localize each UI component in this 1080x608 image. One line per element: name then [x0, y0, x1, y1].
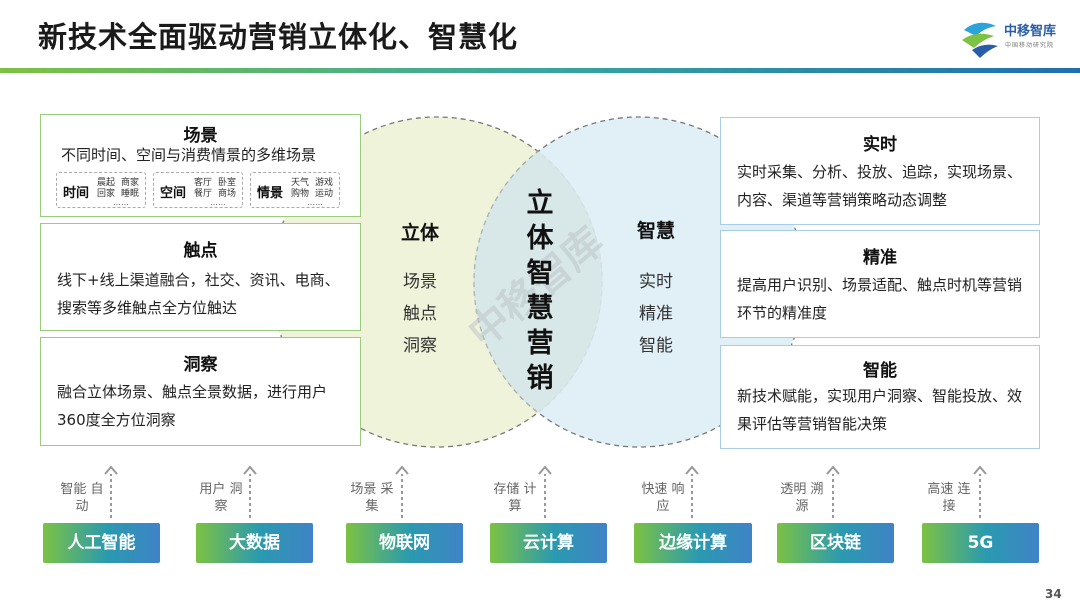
tech-caption: 透明 溯源 [780, 482, 824, 514]
scene-pill-situation: 情景 天气 购物 游戏 运动 …… [250, 172, 340, 208]
touchpoint-box: 触点 线下+线上渠道融合，社交、资讯、电商、搜索等多维触点全方位触达 [40, 223, 361, 331]
scene-pill-item: 客厅 餐厅 [194, 178, 213, 199]
scene-pill-dots: …… [210, 198, 226, 207]
scene-pill-item: 商家 睡眠 [121, 178, 140, 199]
scene-pill-key: 空间 [160, 186, 187, 201]
center-label: 立体智慧营销 [526, 188, 554, 394]
tech-caption: 用户 洞察 [199, 482, 243, 514]
scene-box-text: 不同时间、空间与消费情景的多维场景 [61, 146, 317, 164]
left-circle-title: 立体 [400, 222, 439, 244]
left-circle-item: 场景 [403, 272, 437, 292]
page-number: 34 [1045, 587, 1062, 601]
tech-iot: 物联网 [346, 523, 463, 563]
precision-box-text: 提高用户识别、场景适配、触点时机等营销环节的精准度 [737, 276, 1023, 322]
logo-subtitle: 中国移动研究院 [1005, 42, 1055, 49]
scene-pill-key: 情景 [257, 186, 284, 201]
header-divider [0, 68, 1080, 73]
page-title: 新技术全面驱动营销立体化、智慧化 [38, 20, 519, 54]
precision-box-title: 精准 [863, 248, 897, 268]
scene-pill-key: 时间 [63, 186, 90, 201]
right-circle-item: 实时 [639, 272, 673, 292]
intersection [473, 151, 603, 413]
scene-pill-dots: …… [113, 198, 129, 207]
intelligence-box: 智能 新技术赋能，实现用户洞察、智能投放、效果评估等营销智能决策 [720, 345, 1040, 449]
tech-blockchain: 区块链 [777, 523, 894, 563]
scene-pill-item: 游戏 运动 [315, 178, 334, 199]
scene-pill-item: 卧室 商场 [218, 178, 237, 199]
intelligence-box-title: 智能 [863, 361, 897, 381]
insight-box: 洞察 融合立体场景、触点全景数据，进行用户360度全方位洞察 [40, 337, 361, 446]
right-circle-title: 智慧 [636, 220, 675, 242]
tech-cloud: 云计算 [490, 523, 607, 563]
logo-name: 中移智库 [1004, 24, 1057, 39]
tech-caption: 场景 采集 [350, 482, 394, 514]
scene-pill-space: 空间 客厅 餐厅 卧室 商场 …… [153, 172, 243, 208]
left-circle-item: 触点 [403, 304, 437, 324]
intelligence-box-text: 新技术赋能，实现用户洞察、智能投放、效果评估等营销智能决策 [737, 387, 1023, 433]
scene-pill-item: 天气 购物 [291, 178, 310, 199]
right-circle-item: 精准 [639, 304, 673, 324]
tech-caption: 智能 自动 [60, 482, 104, 514]
insight-box-title: 洞察 [183, 355, 218, 375]
scene-pill-dots: …… [307, 198, 323, 207]
tech-big-data: 大数据 [196, 523, 313, 563]
scene-pill-item: 晨起 回家 [97, 178, 116, 199]
precision-box: 精准 提高用户识别、场景适配、触点时机等营销环节的精准度 [720, 230, 1040, 338]
left-circle-item: 洞察 [403, 336, 437, 356]
insight-box-text: 融合立体场景、触点全景数据，进行用户360度全方位洞察 [57, 383, 328, 429]
tech-ai: 人工智能 [43, 523, 160, 563]
realtime-box-title: 实时 [863, 135, 897, 155]
realtime-box: 实时 实时采集、分析、投放、追踪，实现场景、内容、渠道等营销策略动态调整 [720, 117, 1040, 225]
right-circle-item: 智能 [639, 336, 673, 356]
tech-caption: 快速 响应 [641, 482, 685, 514]
touchpoint-box-title: 触点 [183, 241, 218, 261]
tech-caption: 存储 计算 [493, 482, 537, 514]
touchpoint-box-text: 线下+线上渠道融合，社交、资讯、电商、搜索等多维触点全方位触达 [57, 271, 340, 317]
scene-pill-time: 时间 晨起 回家 商家 睡眠 …… [56, 172, 146, 208]
tech-5g: 5G [922, 523, 1039, 563]
scene-box-title: 场景 [183, 126, 218, 146]
tech-caption: 高速 连接 [927, 482, 971, 514]
tech-edge: 边缘计算 [634, 523, 752, 563]
logo-icon [962, 22, 998, 58]
realtime-box-text: 实时采集、分析、投放、追踪，实现场景、内容、渠道等营销策略动态调整 [737, 163, 1023, 209]
